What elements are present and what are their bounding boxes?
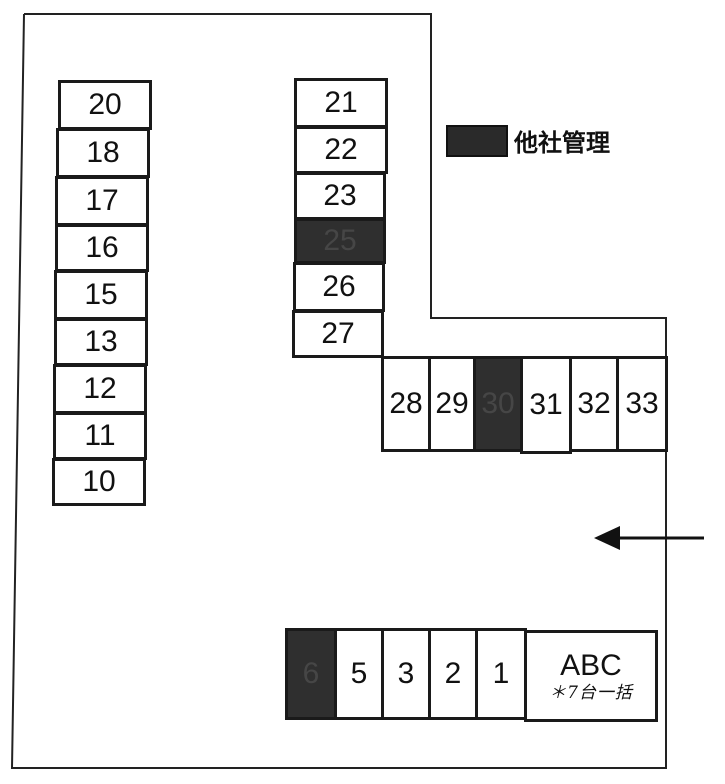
parking-space-other-company: 25 xyxy=(294,218,386,264)
parking-space: 15 xyxy=(54,270,148,320)
parking-space: 21 xyxy=(294,78,388,128)
parking-space-other-company: 6 xyxy=(285,628,337,720)
abc-label: ABC xyxy=(560,648,622,682)
parking-space: 29 xyxy=(428,356,476,452)
parking-space: 27 xyxy=(292,310,384,358)
parking-space: 17 xyxy=(55,176,149,226)
parking-space: 12 xyxy=(53,364,147,414)
parking-space: 16 xyxy=(55,224,149,272)
parking-space: 2 xyxy=(428,628,478,720)
legend: 他社管理 xyxy=(446,123,610,158)
arrow-left-icon xyxy=(594,526,704,550)
parking-space-other-company: 30 xyxy=(473,356,523,452)
parking-space: 18 xyxy=(56,128,150,178)
parking-space: 11 xyxy=(53,412,147,460)
parking-space: 26 xyxy=(293,262,385,312)
parking-space: 20 xyxy=(58,80,152,130)
abc-note: ＊7台一括 xyxy=(549,682,633,703)
parking-space: 33 xyxy=(616,356,668,452)
parking-space: 32 xyxy=(569,356,619,452)
parking-space: 28 xyxy=(381,356,431,452)
parking-space: 10 xyxy=(52,458,146,506)
parking-space: 3 xyxy=(381,628,431,720)
parking-space: 23 xyxy=(294,172,386,220)
parking-space: 1 xyxy=(475,628,527,720)
parking-space: 5 xyxy=(334,628,384,720)
parking-space: 22 xyxy=(294,126,388,174)
parking-space: 31 xyxy=(520,356,572,454)
parking-space-abc: ABC ＊7台一括 xyxy=(524,630,658,722)
legend-swatch xyxy=(446,124,508,157)
parking-space: 13 xyxy=(54,318,148,366)
legend-label: 他社管理 xyxy=(514,129,610,157)
